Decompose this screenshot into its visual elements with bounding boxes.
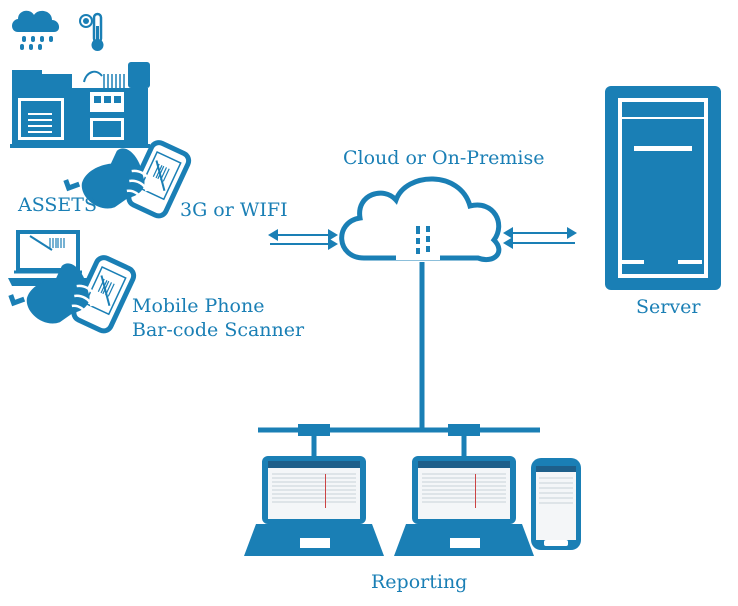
- arrow-icon: [503, 227, 577, 249]
- laptop-icon: [394, 456, 534, 556]
- arrow-icon: [268, 229, 338, 250]
- tablet-icon: [531, 458, 581, 550]
- cloud-label: Cloud or On-Premise: [343, 147, 545, 169]
- network-line: [258, 262, 540, 456]
- network-label: 3G or WIFI: [180, 199, 288, 221]
- laptop-icon: [244, 456, 384, 556]
- sun-icon: [79, 14, 93, 28]
- server-label: Server: [636, 296, 701, 318]
- barcode-scanner-label: Bar-code Scanner: [132, 319, 305, 341]
- rain-cloud-icon: [12, 10, 60, 50]
- thermometer-icon: [91, 12, 104, 51]
- mobile-phone-label: Mobile Phone: [132, 295, 265, 317]
- generator-icon: [10, 62, 150, 148]
- assets-label: ASSETS: [18, 194, 97, 216]
- reporting-label: Reporting: [371, 571, 468, 593]
- server-tower-icon: [605, 86, 721, 290]
- cloud-icon: [339, 176, 502, 262]
